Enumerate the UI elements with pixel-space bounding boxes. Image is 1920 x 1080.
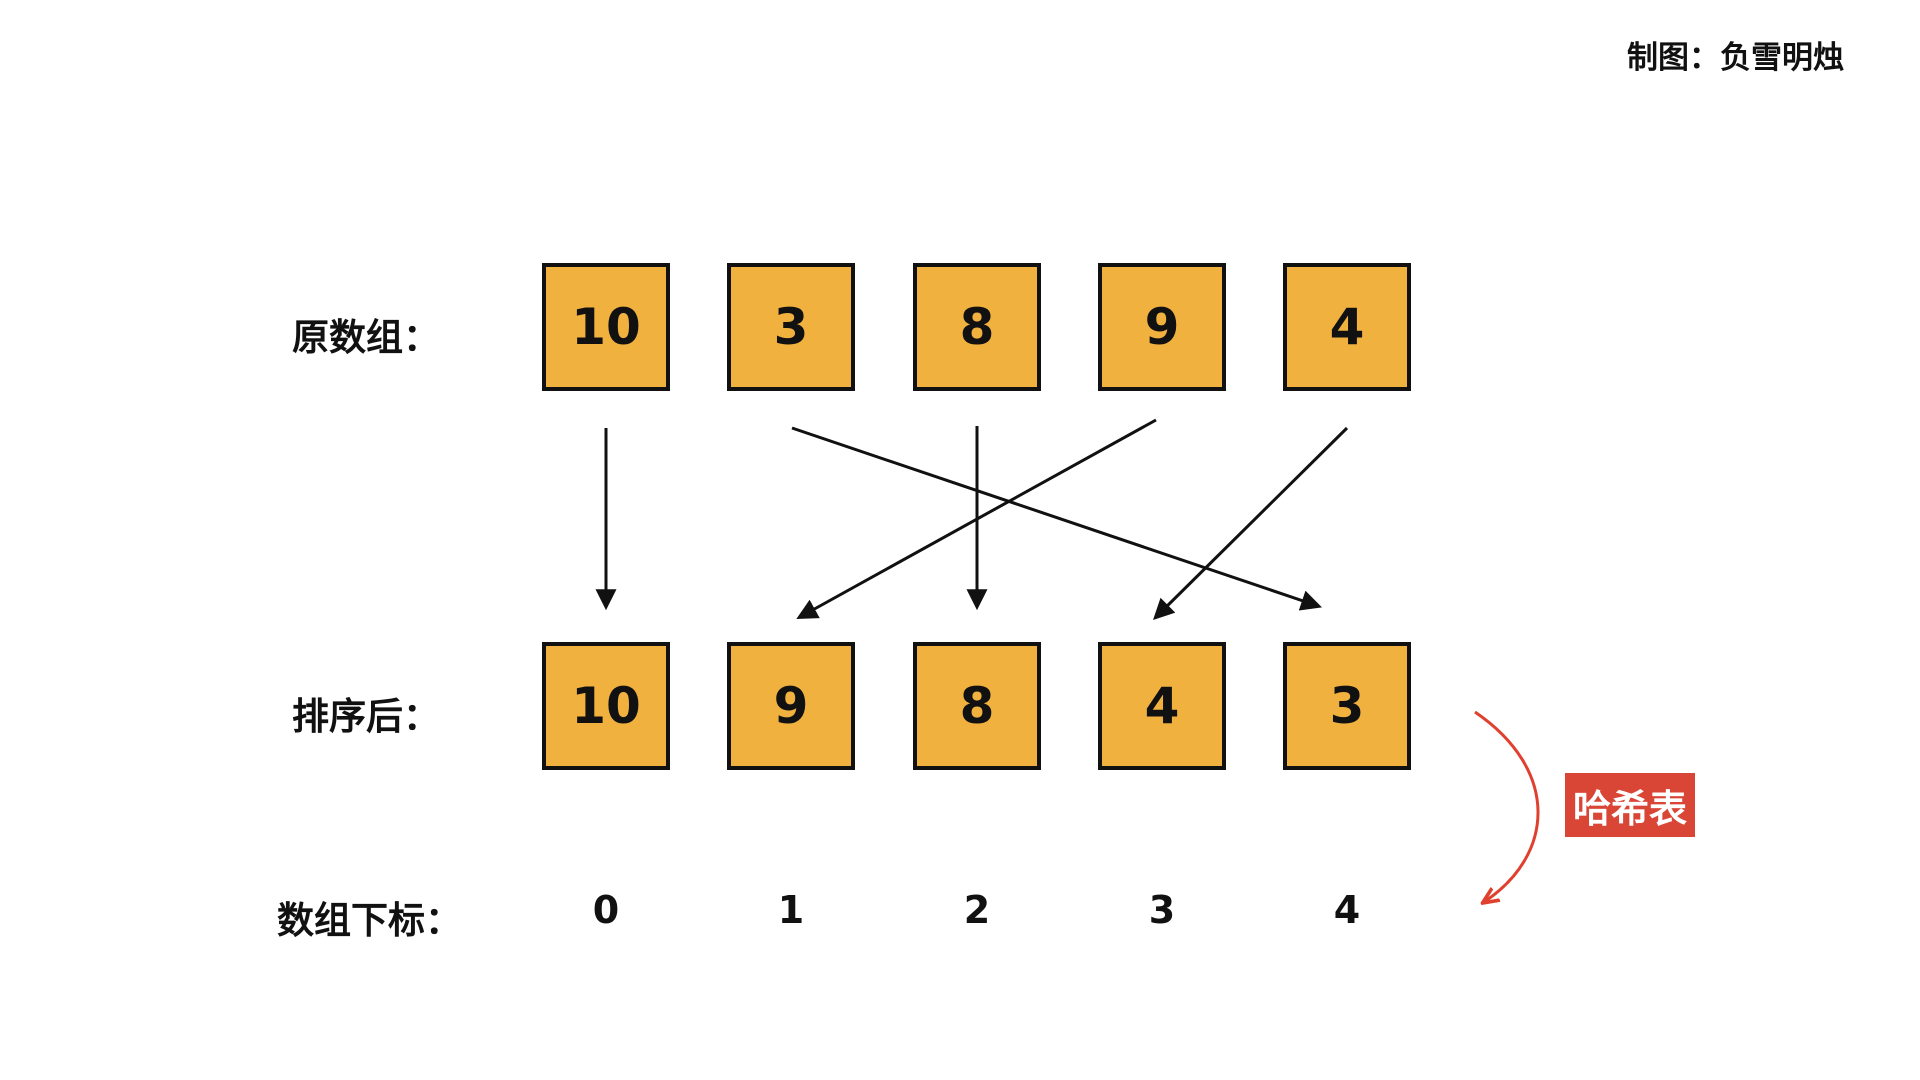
label-index: 数组下标： bbox=[277, 899, 462, 942]
index-1: 1 bbox=[777, 888, 805, 932]
original-box-2: 8 bbox=[913, 263, 1041, 391]
label-sorted: 排序后： bbox=[292, 695, 440, 738]
original-box-0: 10 bbox=[542, 263, 670, 391]
index-3: 3 bbox=[1148, 888, 1176, 932]
arrow-4 bbox=[1153, 426, 1349, 620]
sorted-box-0: 10 bbox=[542, 642, 670, 770]
label-original: 原数组： bbox=[292, 316, 440, 359]
hash-curved-arrow bbox=[1474, 710, 1540, 902]
original-box-1: 3 bbox=[727, 263, 855, 391]
sorted-box-1: 9 bbox=[727, 642, 855, 770]
index-2: 2 bbox=[963, 888, 991, 932]
index-0: 0 bbox=[592, 888, 620, 932]
sorted-box-3: 4 bbox=[1098, 642, 1226, 770]
index-4: 4 bbox=[1333, 888, 1361, 932]
hash-table-badge: 哈希表 bbox=[1565, 773, 1695, 837]
credit-text: 制图：负雪明烛 bbox=[1627, 40, 1844, 76]
arrow-9 bbox=[796, 418, 1157, 620]
arrow-3 bbox=[791, 426, 1322, 611]
sorted-box-4: 3 bbox=[1283, 642, 1411, 770]
original-box-4: 4 bbox=[1283, 263, 1411, 391]
sorted-box-2: 8 bbox=[913, 642, 1041, 770]
original-box-3: 9 bbox=[1098, 263, 1226, 391]
